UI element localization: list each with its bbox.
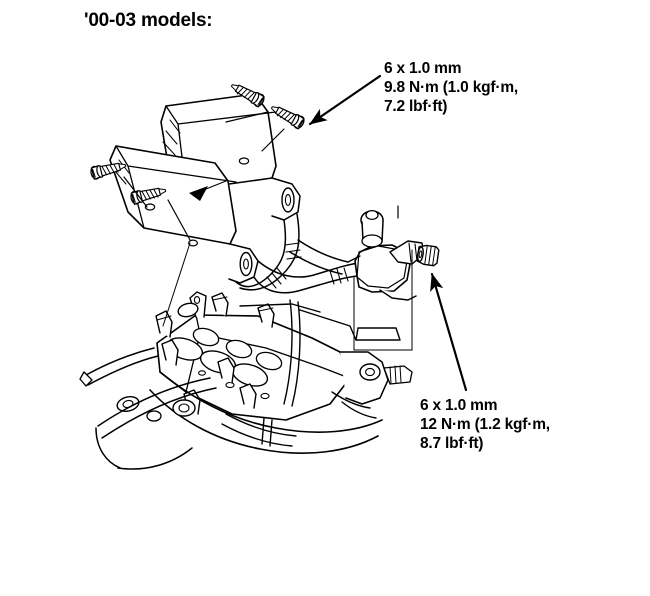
spec-torque-lbf: 8.7 lbf·ft) (420, 435, 484, 452)
spec-size: 6 x 1.0 mm (420, 397, 498, 414)
spec-torque-nm: 12 N·m (1.2 kgf·m, (420, 416, 550, 433)
bolt-regulator (415, 243, 440, 267)
engine-block (79, 299, 413, 470)
leader-lines (123, 111, 413, 351)
page-title: '00-03 models: (84, 10, 213, 31)
fuel-pressure-regulator (347, 205, 425, 301)
spec-size: 6 x 1.0 mm (384, 60, 462, 77)
bolt-lower-rail-2 (129, 183, 168, 206)
spec-torque-nm: 9.8 N·m (1.0 kgf·m, (384, 79, 519, 96)
pressure-regulator-bolt-torque-spec: 6 x 1.0 mm 12 N·m (1.2 kgf·m, 8.7 lbf·ft… (420, 396, 550, 453)
callout-arrow-bottom (430, 272, 468, 392)
bolt-upper-rail-2 (268, 100, 307, 131)
callout-arrow-top (308, 74, 382, 126)
spec-torque-lbf: 7.2 lbf·ft) (384, 98, 448, 115)
fuel-hose-assembly (235, 213, 361, 294)
bolt-upper-rail-1 (228, 78, 267, 109)
fuel-rail-bolt-torque-spec: 6 x 1.0 mm 9.8 N·m (1.0 kgf·m, 7.2 lbf·f… (384, 59, 518, 116)
fuel-rail-lower (109, 145, 259, 284)
cylinder-head (155, 291, 351, 421)
bolt-lower-rail-1 (89, 158, 128, 181)
fuel-rail-upper (160, 93, 301, 221)
